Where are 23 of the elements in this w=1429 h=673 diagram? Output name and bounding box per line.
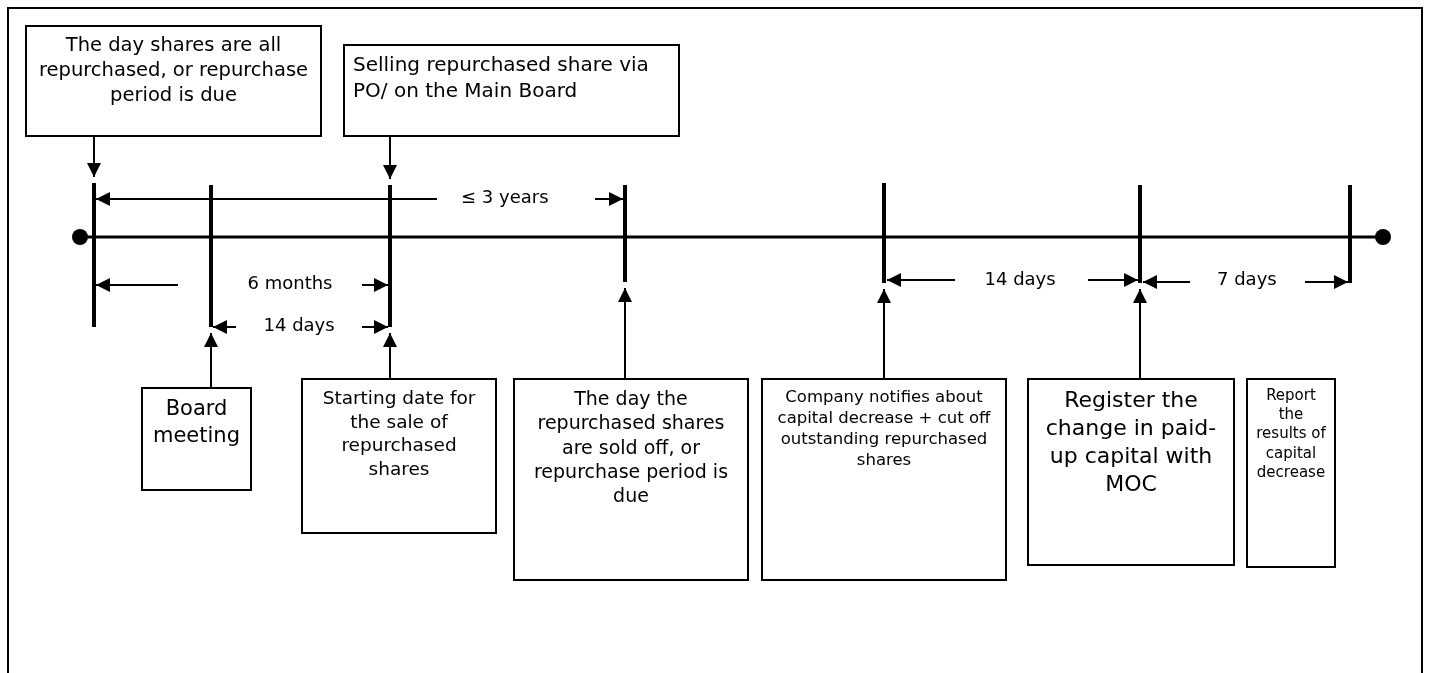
event-box: Register the change in paid-up capital with MOC xyxy=(1027,378,1235,566)
arrow xyxy=(383,332,397,379)
event-box: Company notifies about capital decrease + cut off outstanding repurchased shares xyxy=(761,378,1007,581)
event-box: The day the repurchased shares are sold off, or repurchase period is due xyxy=(513,378,749,581)
event-box: Report the results of capital decrease xyxy=(1246,378,1336,568)
arrow xyxy=(87,136,101,178)
tick-mark xyxy=(388,185,392,327)
tick-mark xyxy=(1138,185,1142,283)
event-box: Selling repurchased share via PO/ on the Main Board xyxy=(343,44,680,137)
arrow xyxy=(1133,288,1147,379)
arrow xyxy=(383,136,397,180)
tick-mark xyxy=(209,185,213,327)
tick-mark xyxy=(1348,185,1352,283)
arrow xyxy=(877,288,891,379)
arrow xyxy=(618,287,632,379)
duration-label: 7 days xyxy=(1215,268,1279,289)
tick-mark xyxy=(92,183,96,327)
event-box: Board meeting xyxy=(141,387,252,491)
tick-mark xyxy=(623,185,627,282)
arrow xyxy=(204,332,218,388)
tick-mark xyxy=(882,183,886,283)
event-box: Starting date for the sale of repurchased shares xyxy=(301,378,497,534)
event-box: The day shares are all repurchased, or repurchase period is due xyxy=(25,25,322,137)
